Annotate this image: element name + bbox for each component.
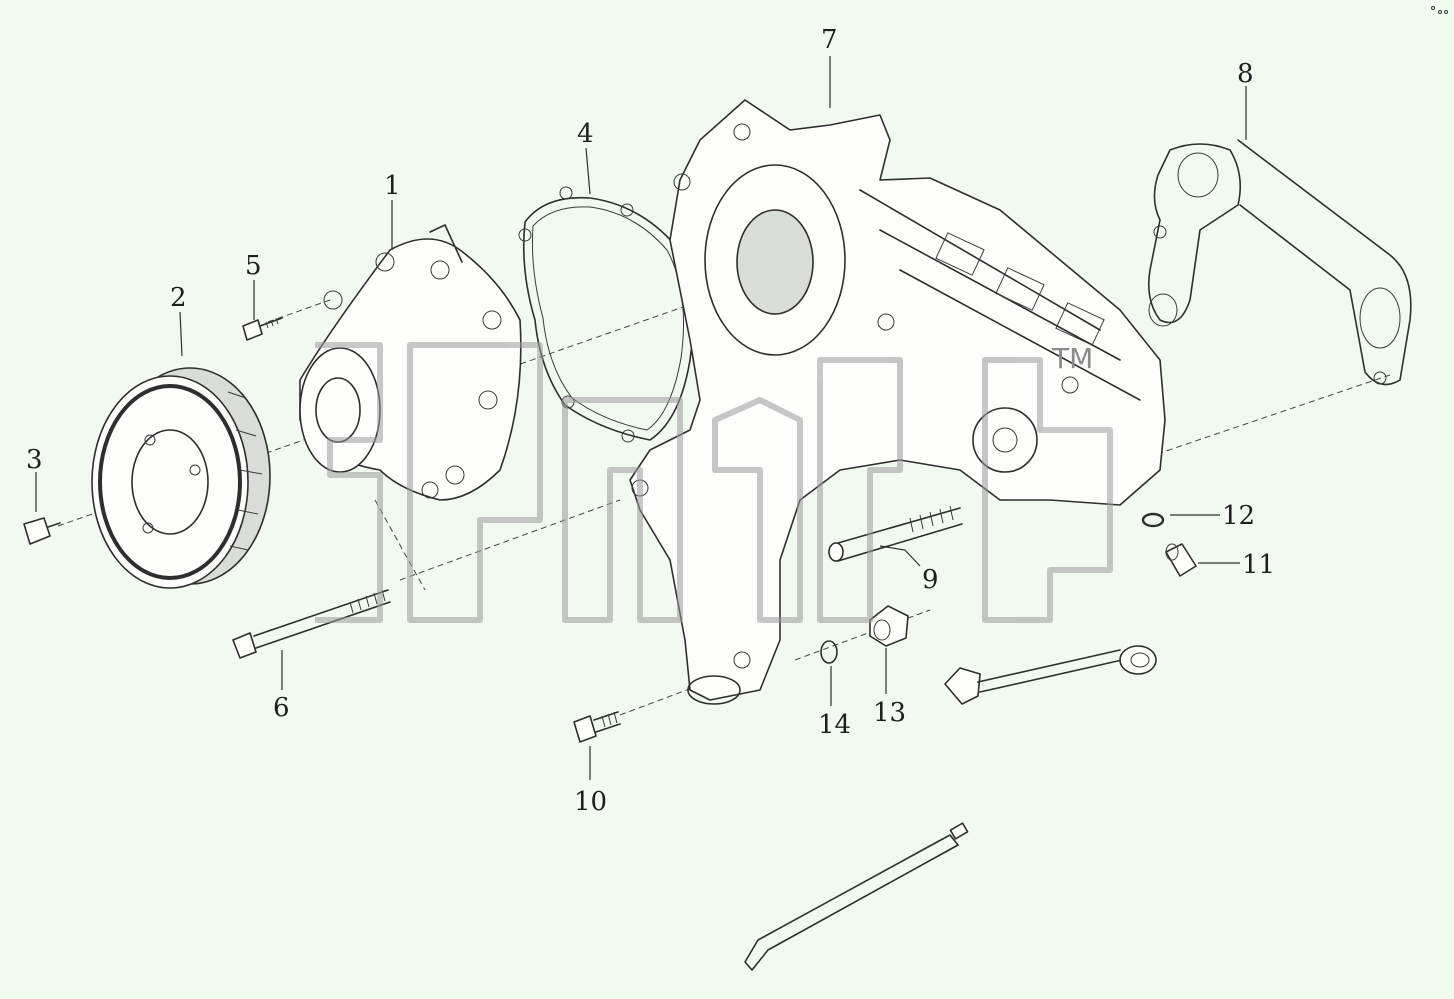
callout-7: 7 — [821, 25, 838, 55]
callout-4: 4 — [577, 119, 594, 149]
corner-mark — [1431, 6, 1448, 14]
callout-3: 3 — [26, 445, 43, 475]
callout-6: 6 — [273, 693, 290, 723]
callout-8: 8 — [1237, 59, 1254, 89]
callout-13: 13 — [873, 698, 906, 728]
callout-10: 10 — [574, 787, 607, 817]
leader-lines — [35, 56, 1247, 780]
watermark-lettering — [315, 342, 1113, 623]
callout-1: 1 — [384, 171, 401, 201]
bolt-10-part — [573, 711, 621, 743]
callout-2: 2 — [170, 283, 187, 313]
callout-11: 11 — [1242, 550, 1275, 580]
pulley-part — [91, 367, 271, 589]
sensor-13-part — [869, 605, 909, 647]
washer-14-part — [820, 640, 838, 664]
watermark-trademark: TM — [1051, 342, 1093, 375]
long-bolt-6-part — [232, 589, 391, 659]
callout-12: 12 — [1222, 501, 1255, 531]
callout-5: 5 — [245, 251, 262, 281]
sensor-harness-part — [944, 645, 1157, 705]
bolt-5-part — [242, 317, 283, 341]
callout-labels: 1 2 3 4 5 6 7 8 9 10 11 12 13 14 — [26, 25, 1275, 817]
cable-tie-part — [744, 822, 969, 971]
gasket-part — [518, 186, 694, 443]
callout-14: 14 — [818, 710, 851, 740]
stud-9-part — [828, 505, 963, 562]
callout-9: 9 — [922, 565, 939, 595]
plug-11-part — [1165, 543, 1197, 577]
seal-ring-12-part — [1141, 512, 1165, 528]
bolt-3-part — [23, 517, 61, 545]
cover-gasket-part — [1147, 139, 1412, 386]
assembly-axes — [57, 209, 1391, 716]
